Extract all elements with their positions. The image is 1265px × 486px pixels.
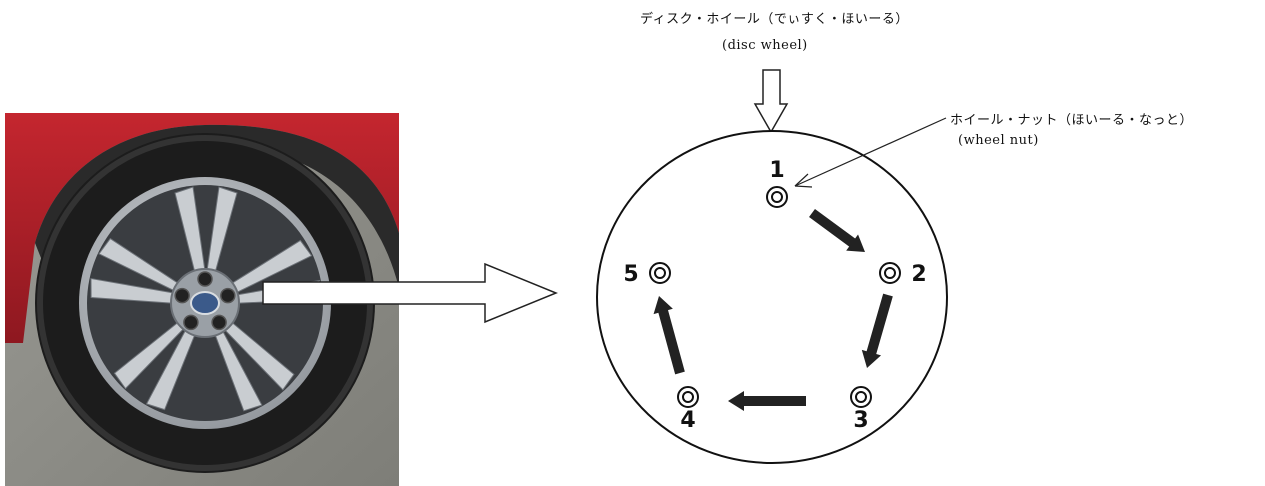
wheel-nut-2: 2 <box>879 262 927 287</box>
nut-inner-ring-icon <box>771 191 783 203</box>
hub-emblem-icon <box>190 291 220 315</box>
tighten-arrow-2-icon <box>861 293 893 368</box>
tighten-arrow-3-icon <box>728 391 806 411</box>
wheel-arch <box>35 124 399 288</box>
wheel-nut-label-en: (wheel nut) <box>958 133 1039 148</box>
nut-order-number: 5 <box>623 262 638 287</box>
disc-wheel-label-en: (disc wheel) <box>722 38 808 53</box>
photo-lug-nut-icon <box>183 314 199 331</box>
wheel-nut-3: 3 <box>850 386 872 433</box>
photo-lug-nut-icon <box>174 287 190 304</box>
wheel-nut-5: 5 <box>623 262 671 287</box>
car-body <box>5 113 399 343</box>
photo-lug-nuts <box>174 271 236 331</box>
tightening-order-arrows <box>653 208 893 411</box>
nut-order-number: 2 <box>911 262 926 287</box>
nut-order-number: 1 <box>769 158 784 183</box>
photo-lug-nut-icon <box>211 314 227 331</box>
nut-inner-ring-icon <box>884 267 896 279</box>
disc-wheel-label-jp: ディスク・ホイール（でぃすく・ほいーる） <box>640 12 909 27</box>
nut-layer: 1 2 3 4 5 <box>623 158 926 433</box>
wheel-nut-1: 1 <box>766 158 788 208</box>
photo-lug-nut-icon <box>197 271 213 287</box>
nut-inner-ring-icon <box>682 391 694 403</box>
tighten-arrow-4-icon <box>653 295 685 375</box>
disc-wheel-circle <box>596 130 948 464</box>
nut-inner-ring-icon <box>654 267 666 279</box>
tighten-arrow-1-icon <box>809 208 865 252</box>
nut-order-number: 4 <box>680 408 695 433</box>
photo-to-diagram-arrow-icon <box>262 262 558 324</box>
wheel-nut-pointer-arrowhead-icon <box>794 173 813 188</box>
nut-order-number: 3 <box>853 408 868 433</box>
wheel-nut-4: 4 <box>677 386 699 433</box>
wheel-nut-label-jp: ホイール・ナット（ほいーる・なっと） <box>950 113 1194 128</box>
nut-inner-ring-icon <box>855 391 867 403</box>
disc-wheel-pointer-arrow-icon <box>753 69 789 134</box>
car-wheel-photo <box>5 113 399 486</box>
photo-lug-nut-icon <box>220 287 236 304</box>
wheel-nut-pointer-line <box>794 117 947 187</box>
